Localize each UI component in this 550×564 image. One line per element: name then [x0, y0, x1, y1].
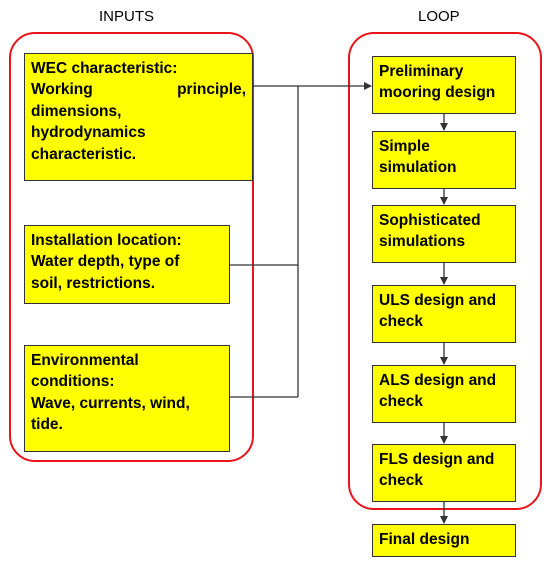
preliminary-mooring-box: Preliminary mooring design: [372, 56, 516, 114]
fls-line1: FLS design and: [379, 451, 495, 468]
wec-line5: characteristic.: [31, 145, 137, 163]
loop-heading: LOOP: [418, 8, 460, 25]
wec-word-principle: principle,: [177, 81, 246, 99]
installation-line2: Water depth, type of: [31, 253, 180, 271]
uls-design-box: ULS design and check: [372, 285, 516, 343]
fls-design-box: FLS design and check: [372, 444, 516, 502]
simple-line2: simulation: [379, 159, 457, 177]
wec-line3: dimensions,: [31, 102, 122, 120]
wec-line2: Working principle,: [31, 79, 246, 100]
wec-title: WEC characteristic:: [31, 60, 178, 77]
uls-line2: check: [379, 313, 423, 331]
preliminary-line2: mooring design: [379, 84, 496, 102]
inputs-group: [9, 32, 254, 462]
wec-word-working: Working: [31, 81, 93, 99]
wec-line4: hydrodynamics: [31, 124, 146, 142]
als-line1: ALS design and: [379, 372, 497, 389]
installation-line3: soil, restrictions.: [31, 274, 156, 292]
als-line2: check: [379, 393, 423, 411]
preliminary-line1: Preliminary: [379, 63, 464, 80]
sophisticated-simulations-box: Sophisticated simulations: [372, 205, 516, 263]
sophisticated-line2: simulations: [379, 233, 466, 251]
fls-line2: check: [379, 472, 423, 490]
installation-title: Installation location:: [31, 232, 182, 249]
loop-group: [348, 32, 542, 510]
installation-location-box: Installation location: Water depth, type…: [24, 225, 230, 304]
inputs-heading: INPUTS: [99, 8, 155, 25]
environment-line4: tide.: [31, 416, 63, 434]
environmental-conditions-box: Environmental conditions: Wave, currents…: [24, 345, 230, 452]
final-line1: Final design: [379, 531, 470, 548]
simple-simulation-box: Simple simulation: [372, 131, 516, 189]
sophisticated-line1: Sophisticated: [379, 212, 481, 229]
uls-line1: ULS design and: [379, 292, 497, 309]
environment-line1: Environmental: [31, 352, 139, 369]
environment-line2: conditions:: [31, 373, 115, 391]
environment-line3: Wave, currents, wind,: [31, 394, 190, 412]
final-design-box: Final design: [372, 524, 516, 557]
simple-line1: Simple: [379, 138, 430, 155]
als-design-box: ALS design and check: [372, 365, 516, 423]
wec-characteristic-box: WEC characteristic: Working principle, d…: [24, 53, 253, 181]
